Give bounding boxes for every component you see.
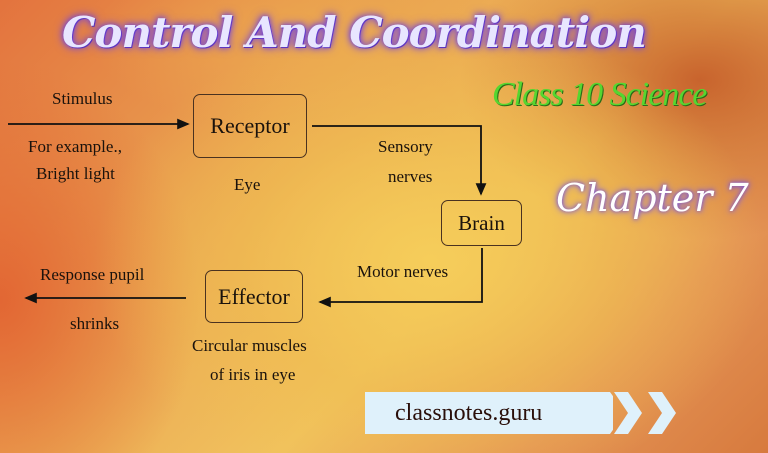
brain-node: Brain — [441, 200, 522, 246]
receptor-node: Receptor — [193, 94, 307, 158]
page-title: Control And Coordination — [62, 8, 647, 57]
site-banner[interactable]: classnotes.guru — [365, 392, 613, 434]
stimulus-example-label: For example., — [28, 137, 122, 156]
stimulus-label: Stimulus — [52, 89, 113, 108]
receptor-caption: Eye — [234, 175, 261, 194]
effector-node: Effector — [205, 270, 303, 323]
sensory-nerve-connector — [312, 125, 487, 196]
response-result-label: shrinks — [70, 314, 120, 333]
brain-label: Brain — [458, 210, 505, 235]
motor-nerves-label: Motor nerves — [357, 262, 449, 281]
site-link[interactable]: classnotes.guru — [395, 399, 543, 426]
effector-caption-1: Circular muscles — [192, 336, 307, 355]
effector-caption-2: of iris in eye — [210, 365, 296, 384]
class-subtitle: Class 10 Science — [492, 76, 707, 113]
stimulus-example-value: Bright light — [36, 164, 115, 183]
motor-nerve-connector — [318, 248, 483, 308]
receptor-label: Receptor — [210, 113, 290, 138]
sensory-label-2: nerves — [388, 167, 433, 186]
effector-label: Effector — [218, 283, 290, 309]
sensory-label-1: Sensory — [378, 137, 433, 156]
chevron-arrows-icon — [614, 392, 676, 434]
response-label: Response pupil — [40, 265, 145, 284]
chapter-label: Chapter 7 — [556, 176, 749, 220]
